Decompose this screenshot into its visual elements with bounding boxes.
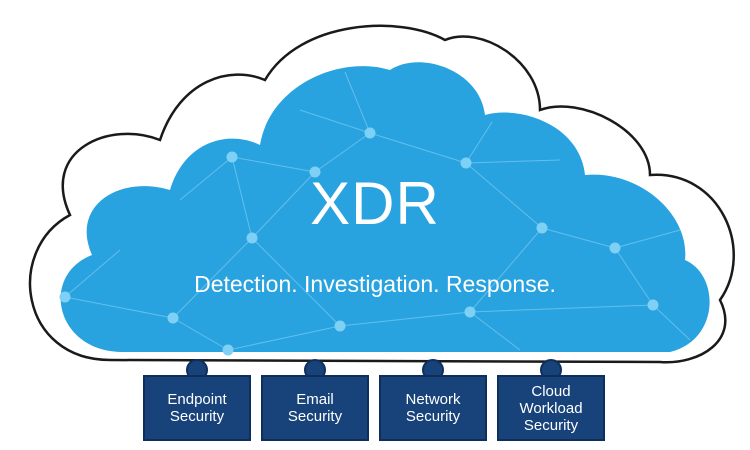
- component-label: Cloud Workload Security: [519, 382, 583, 434]
- cloud-fill: [60, 62, 710, 352]
- component-label: Endpoint Security: [167, 391, 227, 425]
- diagram-title: XDR: [310, 170, 440, 237]
- cloud-outline: [28, 24, 735, 364]
- diagram-tagline: Detection. Investigation. Response.: [194, 271, 556, 297]
- component-email-security: Email Security: [261, 375, 369, 441]
- component-network-security: Network Security: [379, 375, 487, 441]
- component-label: Network Security: [405, 391, 461, 425]
- network-lines: [64, 71, 691, 351]
- network-nodes: [59, 127, 659, 356]
- component-cloud-workload-security: Cloud Workload Security: [497, 375, 605, 441]
- component-label: Email Security: [287, 391, 343, 425]
- component-endpoint-security: Endpoint Security: [143, 375, 251, 441]
